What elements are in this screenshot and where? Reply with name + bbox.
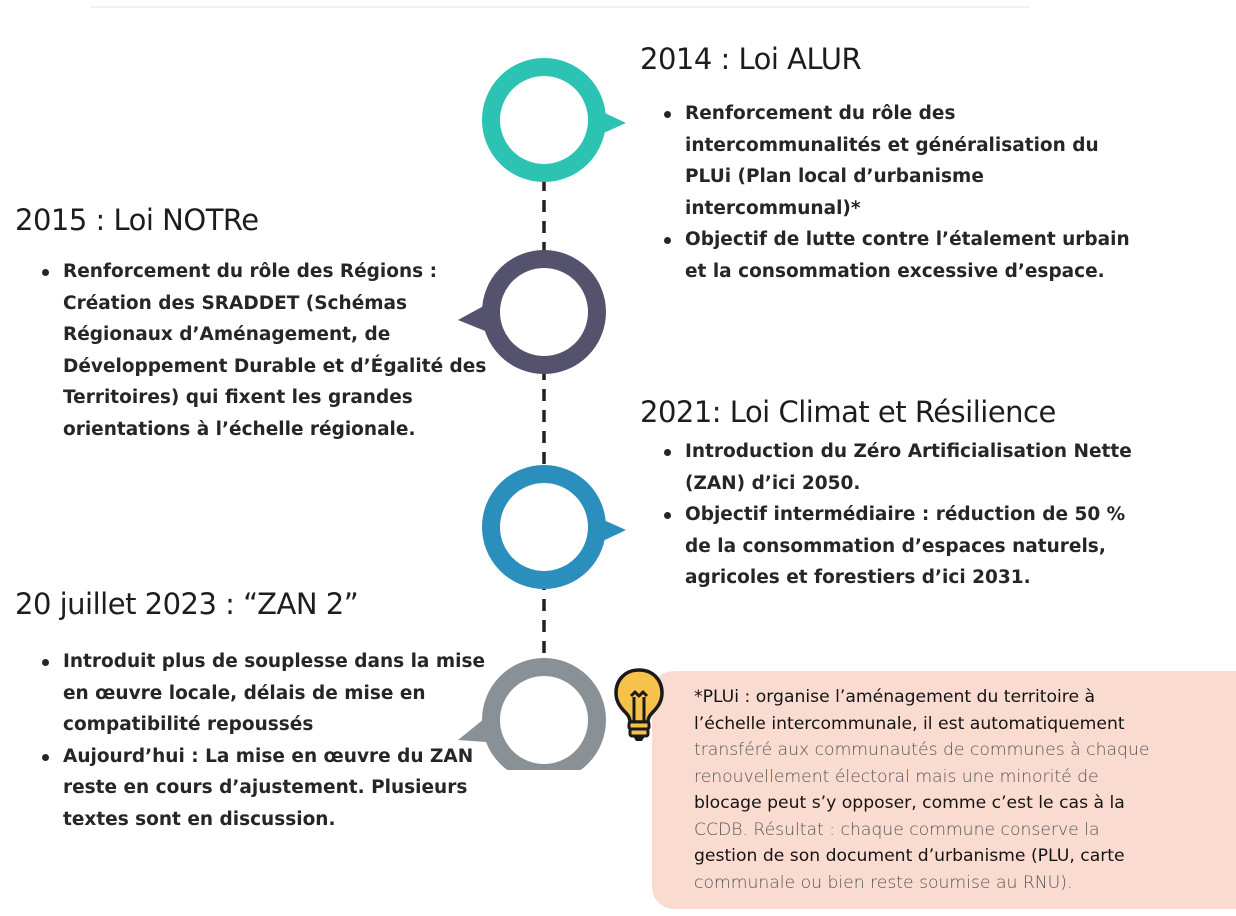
timeline-node-2015 [458, 250, 606, 374]
note-line: gestion de son document d’urbanisme (PLU… [694, 846, 1125, 866]
timeline-node-2023 [458, 658, 606, 770]
note-line: transféré aux communautés de communes à … [694, 740, 1150, 760]
note-line: l’échelle intercommunale, il est automat… [694, 713, 1125, 734]
alur-bullet: Objectif de lutte contre l’étalement urb… [664, 224, 1135, 287]
alur-bullet: Renforcement du rôle des intercommunalit… [664, 98, 1135, 224]
zan2-heading: 20 juillet 2023 : “ZAN 2” [15, 587, 359, 621]
note-line: blocage peut s’y opposer, comme c’est le… [694, 793, 1125, 813]
note-line: *PLUi : organise l’aménagement du territ… [694, 687, 1096, 707]
note-line: communale ou bien reste soumise au RNU). [694, 872, 1073, 893]
note-line: CCDB. Résultat : chaque commune conserve… [694, 819, 1100, 840]
climat-heading: 2021: Loi Climat et Résilience [640, 395, 1056, 429]
notre-bullet-list: Renforcement du rôle des Régions : Créat… [33, 256, 493, 445]
notre-heading: 2015 : Loi NOTRe [15, 203, 259, 237]
top-divider [90, 6, 1030, 8]
zan2-bullet: Aujourd’hui : La mise en œuvre du ZAN re… [42, 741, 493, 836]
plui-note: *PLUi : organise l’aménagement du territ… [652, 671, 1236, 909]
timeline-node-2014 [482, 58, 626, 182]
timeline-node-2021 [482, 465, 626, 589]
alur-bullet-list: Renforcement du rôle des intercommunalit… [655, 98, 1135, 287]
climat-bullet: Introduction du Zéro Artificialisation N… [664, 436, 1135, 499]
timeline [458, 58, 626, 770]
zan2-bullet-list: Introduit plus de souplesse dans la mise… [33, 646, 493, 835]
climat-bullet-list: Introduction du Zéro Artificialisation N… [655, 436, 1135, 594]
note-line: renouvellement électoral mais une minori… [694, 766, 1099, 787]
climat-bullet: Objectif intermédiaire : réduction de 50… [664, 499, 1135, 594]
zan2-bullet: Introduit plus de souplesse dans la mise… [42, 646, 493, 741]
notre-bullet: Renforcement du rôle des Régions : Créat… [42, 256, 493, 445]
alur-heading: 2014 : Loi ALUR [640, 42, 862, 76]
lightbulb-icon [614, 668, 664, 741]
